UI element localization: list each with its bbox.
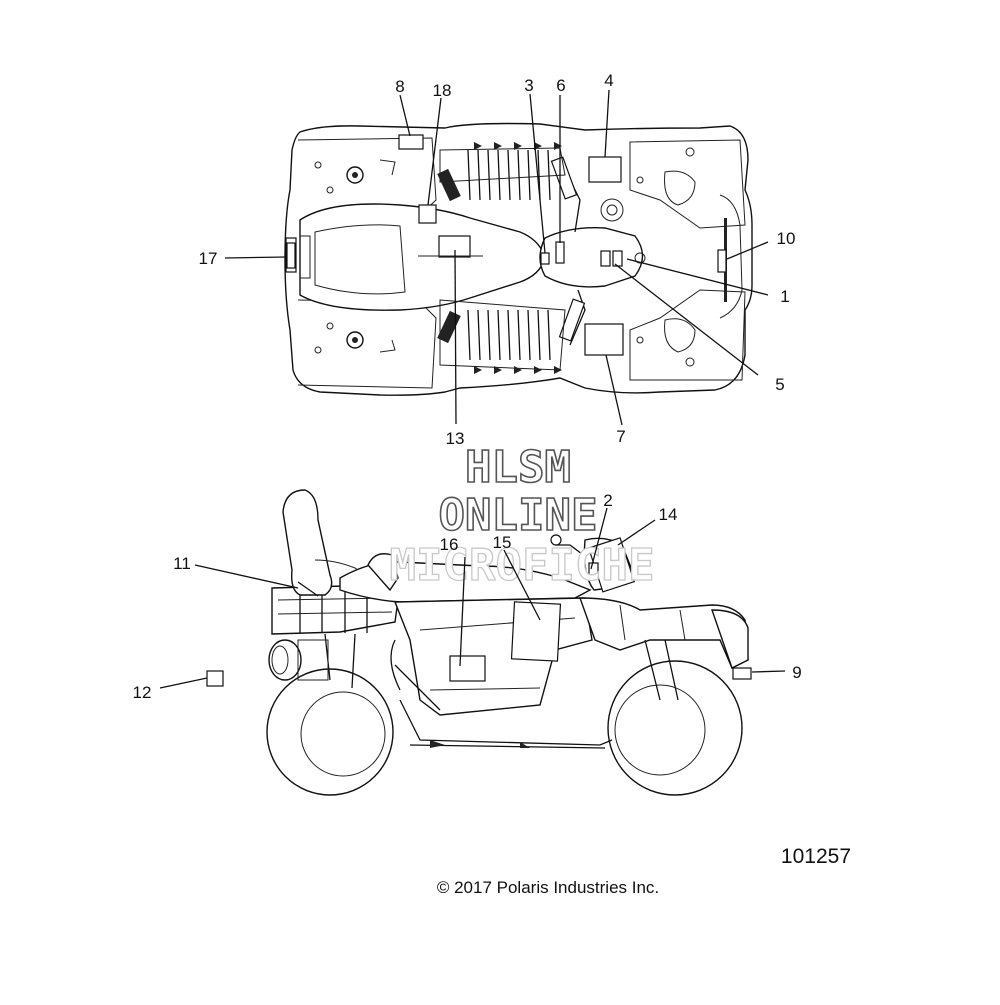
watermark-line2: ONLINE	[439, 490, 598, 541]
decal-1	[612, 250, 623, 267]
decal-10	[717, 249, 727, 273]
callout-3: 3	[524, 76, 533, 95]
callout-12: 12	[133, 683, 152, 702]
front-wheel	[607, 660, 743, 796]
rear-wheel	[266, 668, 394, 796]
callout-1: 1	[780, 287, 789, 306]
atv-top-view	[284, 122, 753, 396]
callout-18: 18	[433, 81, 452, 100]
callout-6: 6	[556, 76, 565, 95]
callout-17: 17	[199, 249, 218, 268]
decal-5	[600, 250, 611, 267]
decal-15	[510, 601, 562, 662]
decal-4	[588, 156, 622, 183]
callout-leaders	[159, 89, 786, 689]
callout-13: 13	[446, 429, 465, 448]
callout-5: 5	[775, 375, 784, 394]
decal-8	[398, 134, 424, 150]
callout-16: 16	[440, 535, 459, 554]
atv-side-view	[206, 489, 752, 796]
watermark-line3: MICROFICHE	[390, 540, 655, 591]
callout-9: 9	[792, 663, 801, 682]
decal-9	[732, 667, 752, 680]
decal-18	[418, 204, 437, 224]
decal-6	[555, 241, 565, 264]
rear-muffler	[268, 639, 302, 681]
decal-12	[206, 670, 224, 687]
decal-2	[588, 562, 599, 576]
callout-4: 4	[604, 71, 613, 90]
callout-11: 11	[173, 554, 191, 573]
decal-17	[286, 242, 296, 269]
decal-16	[449, 655, 486, 682]
watermark-line1: HLSM	[465, 442, 571, 493]
figure-number: 101257	[781, 845, 851, 868]
callout-15: 15	[493, 533, 512, 552]
watermark: HLSM ONLINE MICROFICHE	[389, 441, 655, 591]
callout-14: 14	[659, 505, 678, 524]
copyright-notice: © 2017 Polaris Industries Inc.	[437, 878, 659, 897]
decal-3	[540, 252, 550, 265]
decal-7	[584, 323, 624, 356]
callout-labels: 8 18 3 6 4 10 17 1 5 13 7 2 14 15 16 11 …	[133, 71, 802, 702]
callout-10: 10	[777, 229, 796, 248]
callout-7: 7	[616, 427, 625, 446]
callout-8: 8	[395, 77, 404, 96]
callout-2: 2	[603, 491, 612, 510]
